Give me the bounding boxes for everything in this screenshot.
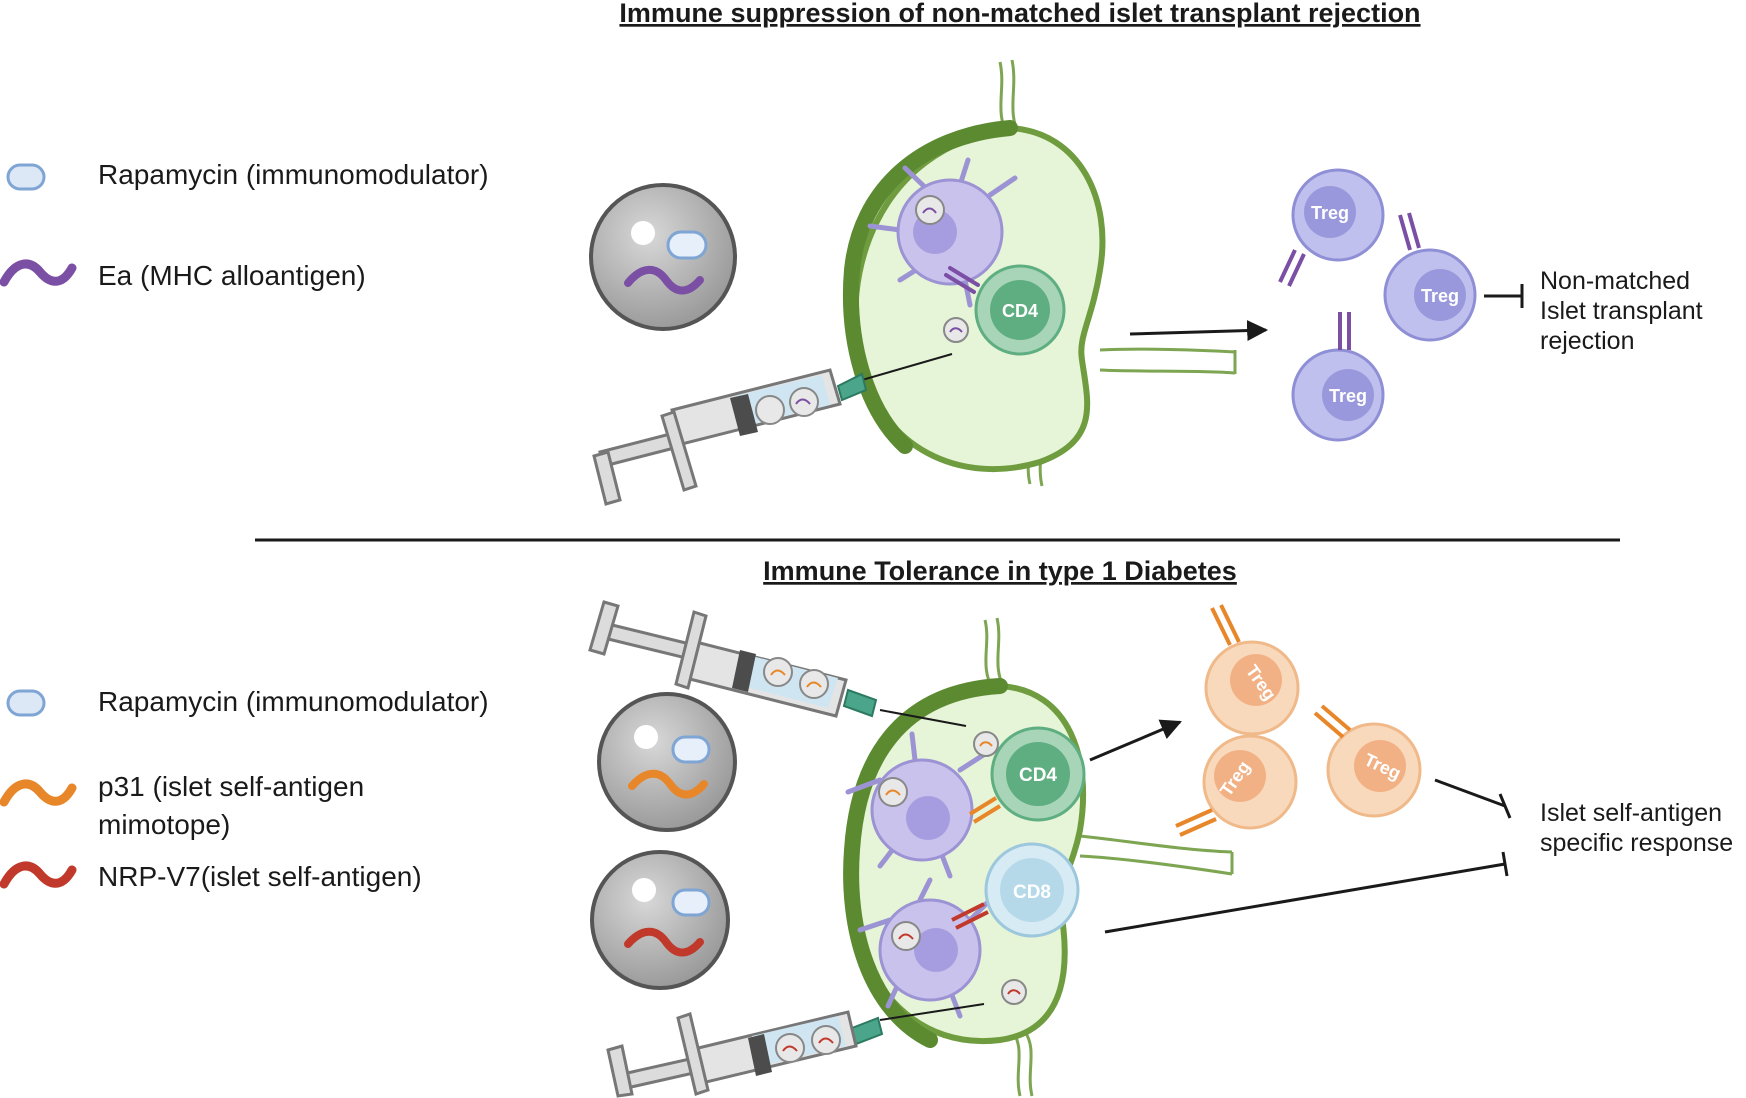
legend-rapamycin-2: Rapamycin (immunomodulator)	[98, 686, 489, 717]
top-outcome: Non-matched Islet transplant rejection	[1540, 267, 1710, 355]
nrp-v7-wave-icon	[0, 861, 77, 889]
treg-cell-bottom-3: Treg	[1313, 704, 1422, 818]
top-panel-title: Immune suppression of non-matched islet …	[619, 0, 1420, 28]
dendritic-cell-top	[867, 157, 1018, 308]
treg-cell-top-2: Treg	[1383, 212, 1477, 342]
bottom-outcome: Islet self-antigen specific response	[1540, 799, 1733, 857]
p31-wave-icon	[0, 779, 77, 807]
treg-cell-bottom-1: Treg	[1204, 604, 1300, 736]
syringe-bottom-1	[588, 600, 967, 727]
syringe-top	[592, 353, 953, 506]
legend-rapamycin: Rapamycin (immunomodulator)	[98, 159, 489, 190]
rapamycin-capsule-icon	[6, 163, 46, 191]
rapamycin-capsule-icon-2	[6, 689, 46, 717]
treg-label-top-2: Treg	[1421, 286, 1459, 306]
inhibition-line-bottom-2	[1104, 862, 1506, 934]
nanoparticle-nrp-v7	[590, 850, 730, 990]
cd8-label-bottom: CD8	[1013, 882, 1051, 903]
ea-wave-icon	[0, 259, 77, 287]
dendritic-cell-bottom-1	[845, 731, 991, 879]
bottom-legend: Rapamycin (immunomodulator) p31 (islet s…	[0, 686, 489, 892]
legend-ea: Ea (MHC alloantigen)	[98, 260, 366, 291]
tcr-receptor-top	[944, 266, 980, 294]
arrow-to-tregs-bottom	[1089, 719, 1182, 762]
nanoparticle-p31	[597, 692, 737, 832]
legend-nrp-v7: NRP-V7(islet self-antigen)	[98, 861, 422, 892]
inhibition-line-bottom-1	[1434, 778, 1506, 808]
top-legend: Rapamycin (immunomodulator) Ea (MHC allo…	[0, 159, 489, 291]
treg-cell-top-3: Treg	[1291, 312, 1385, 442]
cd4-label-top: CD4	[1002, 301, 1038, 321]
syringe-bottom-2	[606, 1003, 985, 1098]
lymph-node-top: CD4	[842, 59, 1237, 487]
bottom-panel: Immune Tolerance in type 1 Diabetes Rapa…	[0, 556, 1733, 1098]
cd8-cell-bottom: CD8	[984, 842, 1080, 938]
cd4-label-bottom: CD4	[1019, 765, 1057, 786]
cd4-cell-bottom: CD4	[990, 726, 1086, 822]
lymph-node-bottom: CD4 CD8	[843, 617, 1234, 1097]
dendritic-cell-bottom-2	[857, 877, 993, 1019]
cd4-cell-top: CD4	[974, 264, 1066, 356]
arrow-to-tregs-top	[1129, 320, 1269, 342]
treg-cell-top-1: Treg	[1278, 168, 1385, 287]
treg-label-top-1: Treg	[1311, 203, 1349, 223]
nanoparticle-ea	[589, 183, 737, 331]
top-panel: Immune suppression of non-matched islet …	[0, 0, 1710, 506]
bottom-panel-title: Immune Tolerance in type 1 Diabetes	[763, 556, 1237, 586]
treg-label-top-3: Treg	[1329, 386, 1367, 406]
legend-p31: p31 (islet self-antigen mimotope)	[98, 771, 372, 840]
treg-cell-bottom-2: Treg	[1175, 734, 1298, 837]
